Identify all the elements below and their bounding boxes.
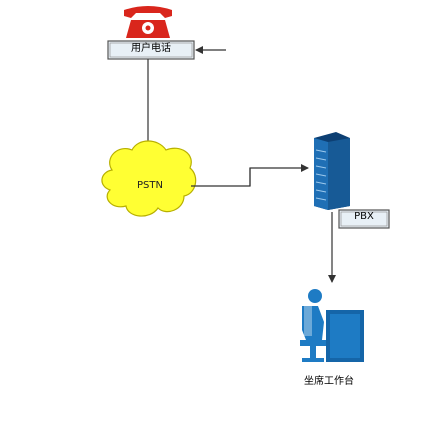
agent-workstation-icon — [300, 289, 364, 362]
pbx-box — [338, 209, 390, 229]
user-phone-box — [107, 40, 195, 60]
server-rack-icon — [314, 132, 350, 210]
telephone-icon — [124, 6, 172, 38]
agent-workstation-label: 坐席工作台 — [304, 376, 354, 387]
pbx-box-inner — [340, 211, 388, 227]
pstn-label: PSTN — [137, 180, 163, 191]
user-phone-label: 用户电话 — [131, 43, 171, 54]
pbx-label: PBX — [354, 211, 374, 222]
pstn-cloud-icon — [101, 140, 197, 217]
user-phone-box-inner — [109, 42, 193, 58]
